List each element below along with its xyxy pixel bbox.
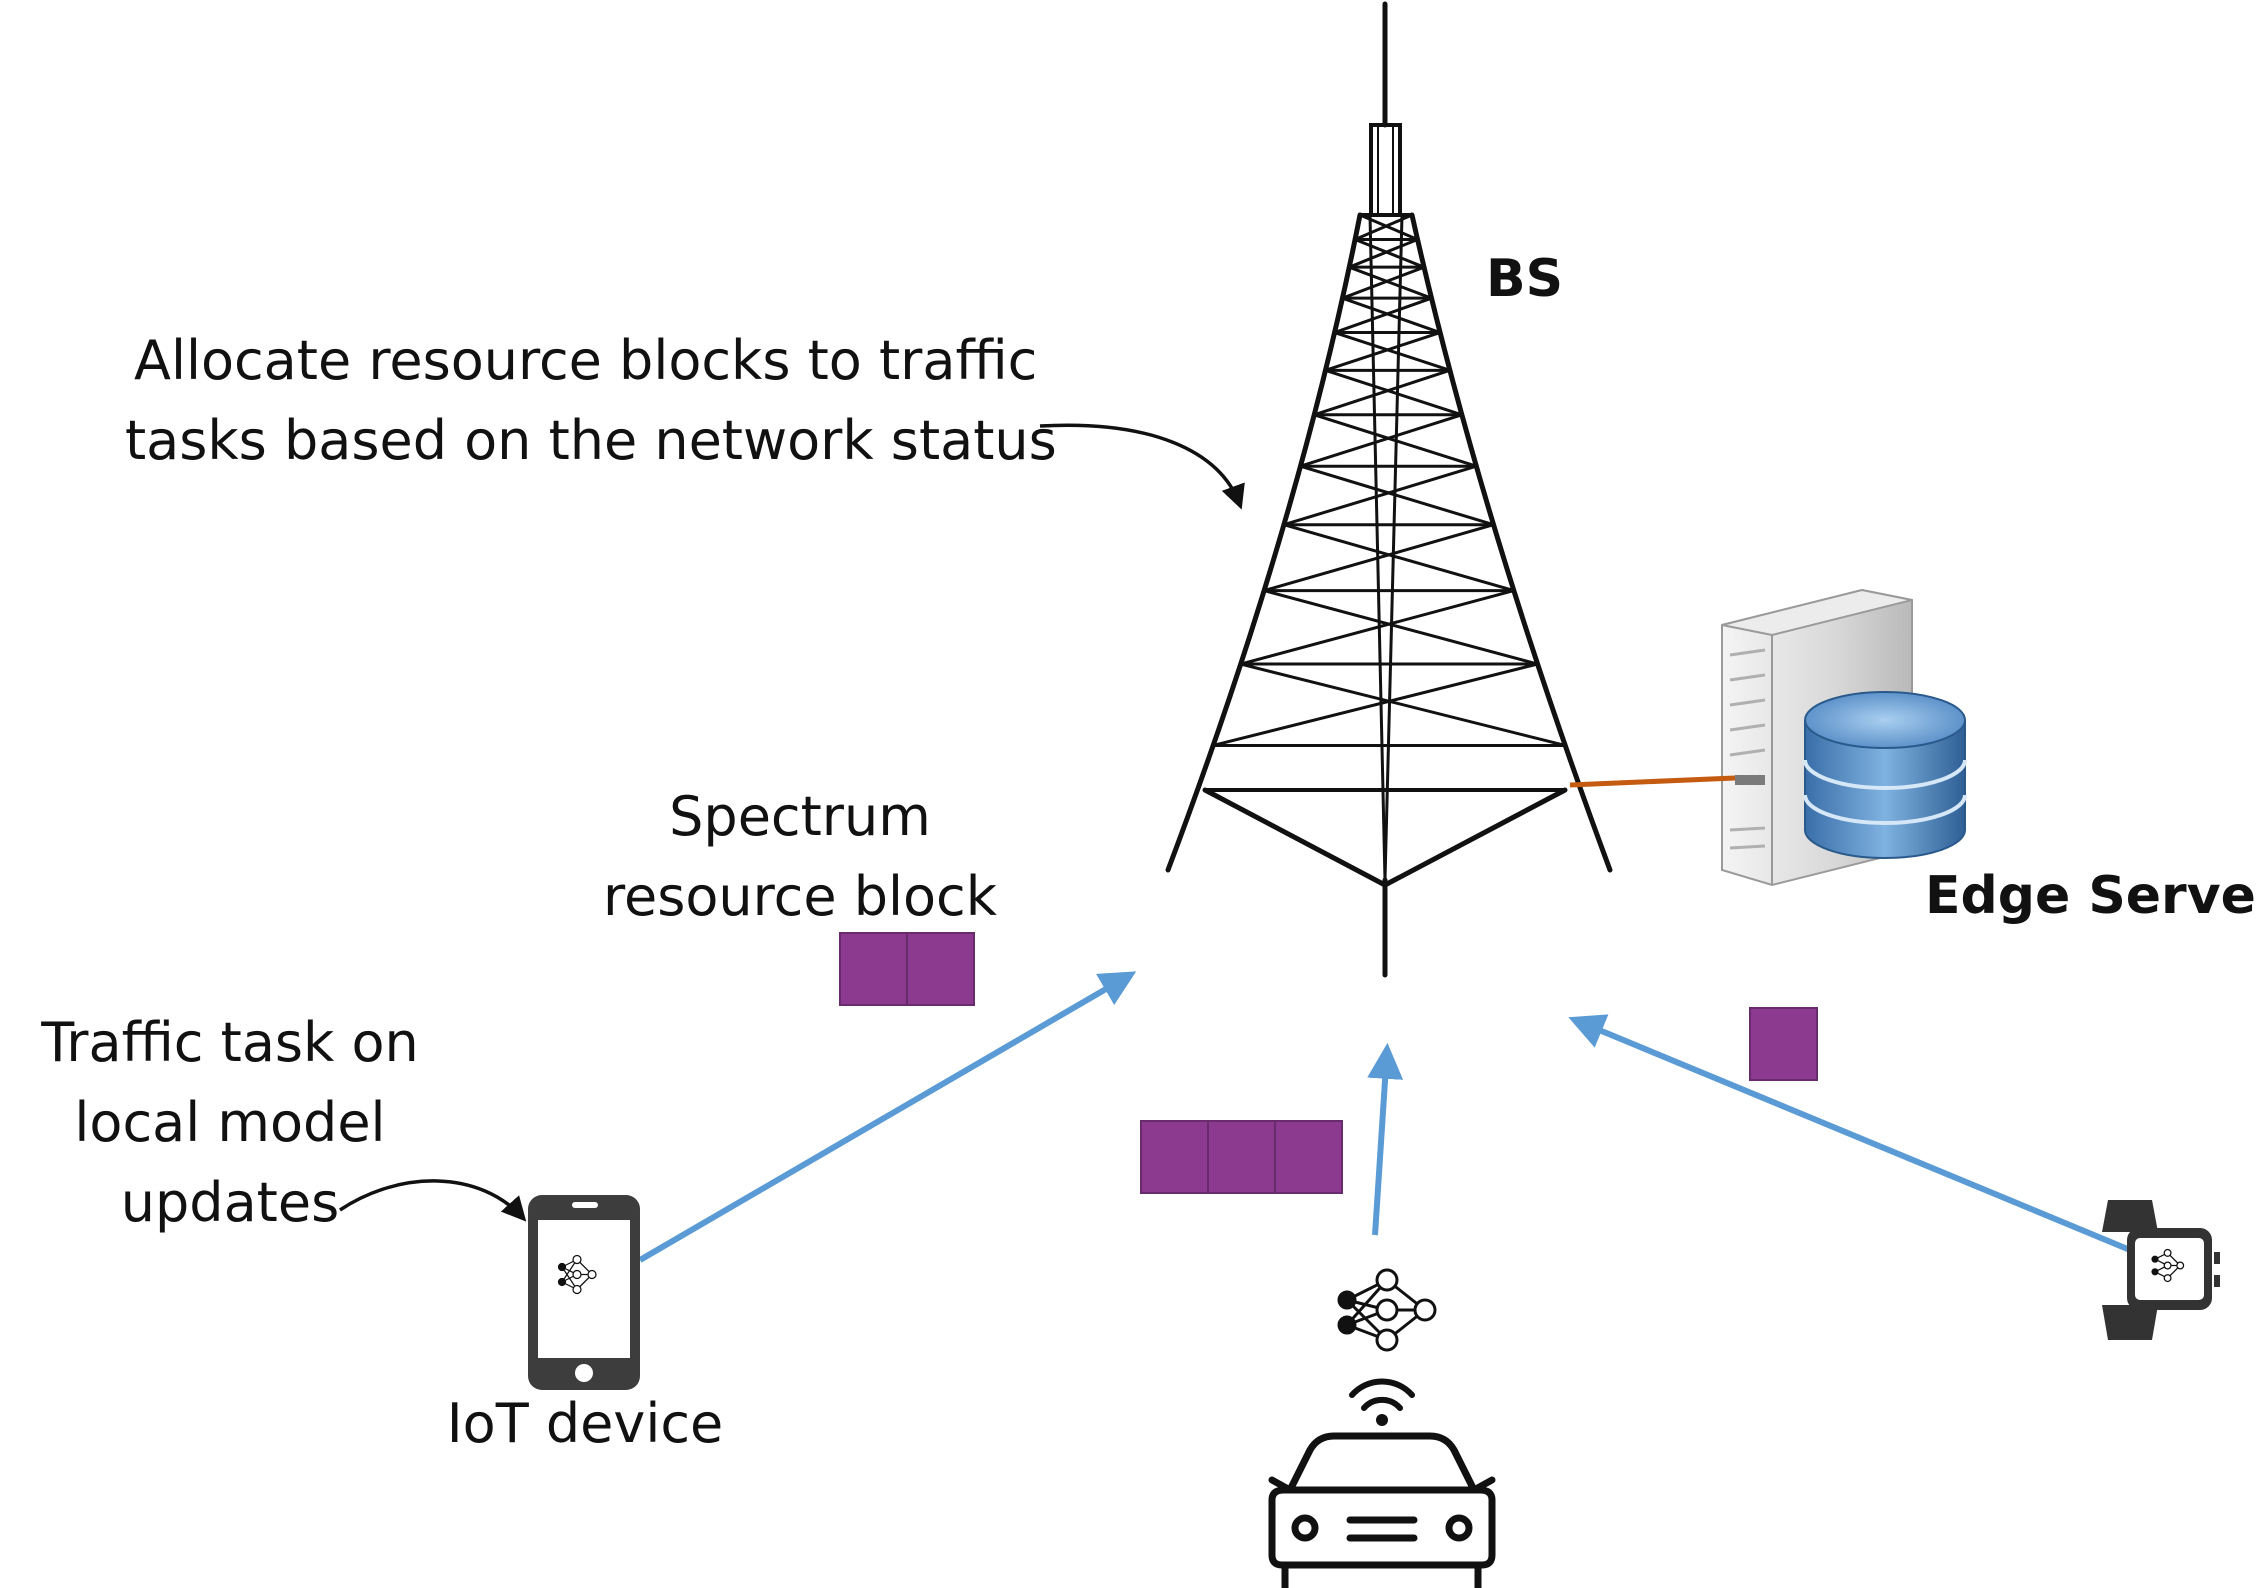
tower-brace bbox=[1333, 296, 1433, 335]
resource-blocks-car bbox=[1140, 1120, 1343, 1194]
smartphone-icon bbox=[528, 1195, 640, 1390]
resource-block bbox=[906, 932, 975, 1006]
allocate-callout-arrow bbox=[1039, 423, 1245, 510]
tower-brace bbox=[1239, 662, 1567, 747]
tower-brace bbox=[1262, 523, 1496, 593]
smartwatch-icon bbox=[2102, 1200, 2220, 1340]
resource-block bbox=[1207, 1120, 1276, 1194]
edge-server-label: Edge Server bbox=[1925, 866, 2258, 926]
resource-blocks-watch bbox=[1749, 1007, 1818, 1081]
neural-network-icon bbox=[557, 1254, 597, 1295]
phone-uplink-arrow bbox=[638, 971, 1137, 1263]
spectrum-label-line2: resource block bbox=[602, 865, 997, 928]
tower-brace bbox=[1340, 265, 1426, 300]
tower-brace bbox=[1312, 413, 1478, 468]
tower-brace bbox=[1353, 213, 1414, 241]
tower-brace bbox=[1347, 237, 1420, 269]
neural-network-icon bbox=[2151, 1248, 2185, 1283]
resource-block bbox=[1274, 1120, 1343, 1194]
connected-car-icon bbox=[1268, 1432, 1496, 1588]
resource-blocks-phone bbox=[839, 932, 975, 1006]
backhaul-link bbox=[1569, 775, 1736, 788]
watch-uplink-arrow bbox=[1568, 1014, 2132, 1253]
resource-block bbox=[1140, 1120, 1209, 1194]
tower-brace bbox=[1282, 523, 1516, 593]
tower-brace bbox=[1353, 237, 1426, 269]
bs-label: BS bbox=[1486, 249, 1564, 309]
spectrum-label-line1: Spectrum bbox=[669, 785, 931, 848]
cell-tower-icon bbox=[1165, 1, 1613, 978]
tower-brace bbox=[1333, 331, 1452, 372]
iot-device-label: IoT device bbox=[446, 1392, 724, 1455]
traffic-label-line3: updates bbox=[120, 1171, 340, 1234]
tower-brace bbox=[1312, 368, 1452, 417]
tower-brace bbox=[1282, 464, 1478, 527]
neural-network-icon bbox=[1337, 1268, 1437, 1352]
allocate-label-line2: tasks based on the network status bbox=[125, 409, 1057, 472]
tower-brace bbox=[1262, 589, 1540, 666]
tower-brace bbox=[1347, 265, 1433, 300]
resource-block bbox=[1749, 1007, 1818, 1081]
traffic-label-line2: local model bbox=[74, 1091, 386, 1154]
tower-brace bbox=[1324, 331, 1442, 372]
tower-brace bbox=[1298, 464, 1496, 527]
car-uplink-arrow bbox=[1367, 1042, 1404, 1236]
tower-brace bbox=[1358, 213, 1420, 241]
tower-brace bbox=[1239, 589, 1516, 666]
tower-brace bbox=[1324, 368, 1464, 417]
tower-brace bbox=[1211, 662, 1540, 747]
allocate-label-line1: Allocate resource blocks to traffic bbox=[134, 329, 1038, 392]
tower-brace bbox=[1340, 296, 1442, 335]
resource-block bbox=[839, 932, 908, 1006]
tower-brace bbox=[1298, 413, 1464, 468]
edge-server-icon bbox=[1721, 588, 1967, 887]
wifi-signal-icon bbox=[1349, 1378, 1415, 1426]
traffic-label-line1: Traffic task on bbox=[41, 1011, 419, 1074]
traffic-callout-arrow bbox=[339, 1179, 527, 1222]
